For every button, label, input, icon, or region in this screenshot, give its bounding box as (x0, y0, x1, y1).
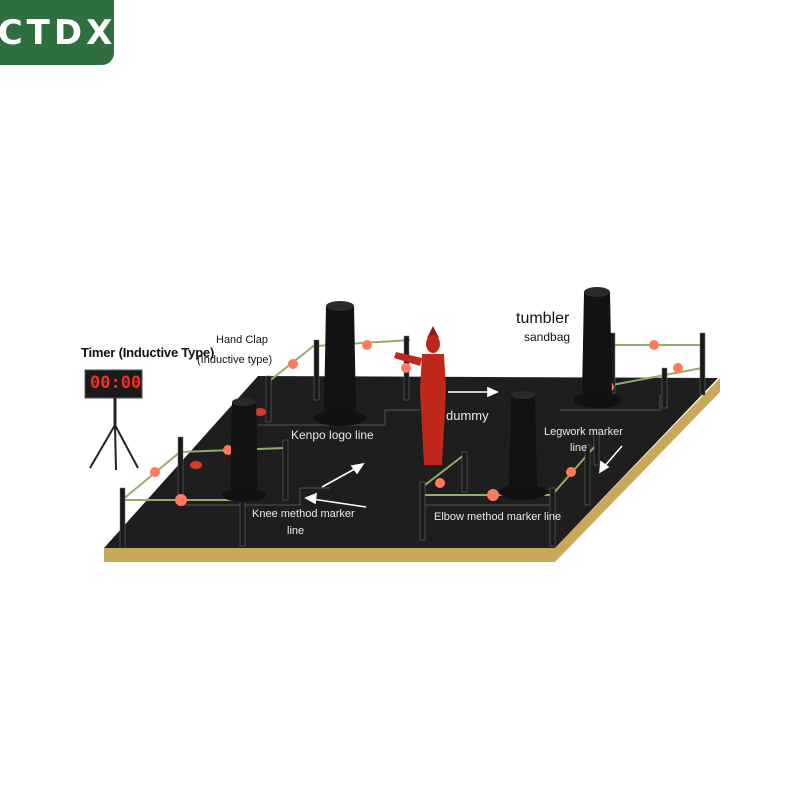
sandbag-label: sandbag (524, 330, 571, 344)
tumbler-sandbag (314, 301, 366, 426)
legwork-line-label: Legwork marker (544, 426, 623, 438)
knee-line-label-2: line (287, 525, 305, 537)
elbow-line-label: Elbow method marker line (434, 511, 562, 523)
hand-clap-label: Hand Clap (216, 334, 268, 346)
hand-clap-button (254, 408, 266, 416)
training-dummy (394, 326, 446, 465)
tumbler-sandbag (499, 391, 547, 500)
direction-arrows (304, 386, 623, 508)
hand-clap-button (190, 461, 202, 469)
tumbler-sandbag (573, 287, 621, 408)
kenpo-line-label: Kenpo logo line (291, 428, 374, 442)
logo-text: CTDX (0, 12, 117, 53)
timer-label: Timer (Inductive Type) (81, 345, 215, 360)
hand-clap-type-label: (Inductive type) (197, 354, 273, 366)
knee-line-label: Knee method marker (252, 508, 355, 520)
ctdx-logo: CTDX (0, 0, 114, 65)
dummy-label: dummy (446, 408, 489, 423)
tumbler-sandbag (222, 398, 266, 502)
timer-display: 00:00 (90, 373, 142, 393)
tumbler-label: tumbler (516, 310, 570, 327)
inductive-timer (84, 369, 143, 471)
legwork-line-label-2: line (570, 442, 588, 454)
